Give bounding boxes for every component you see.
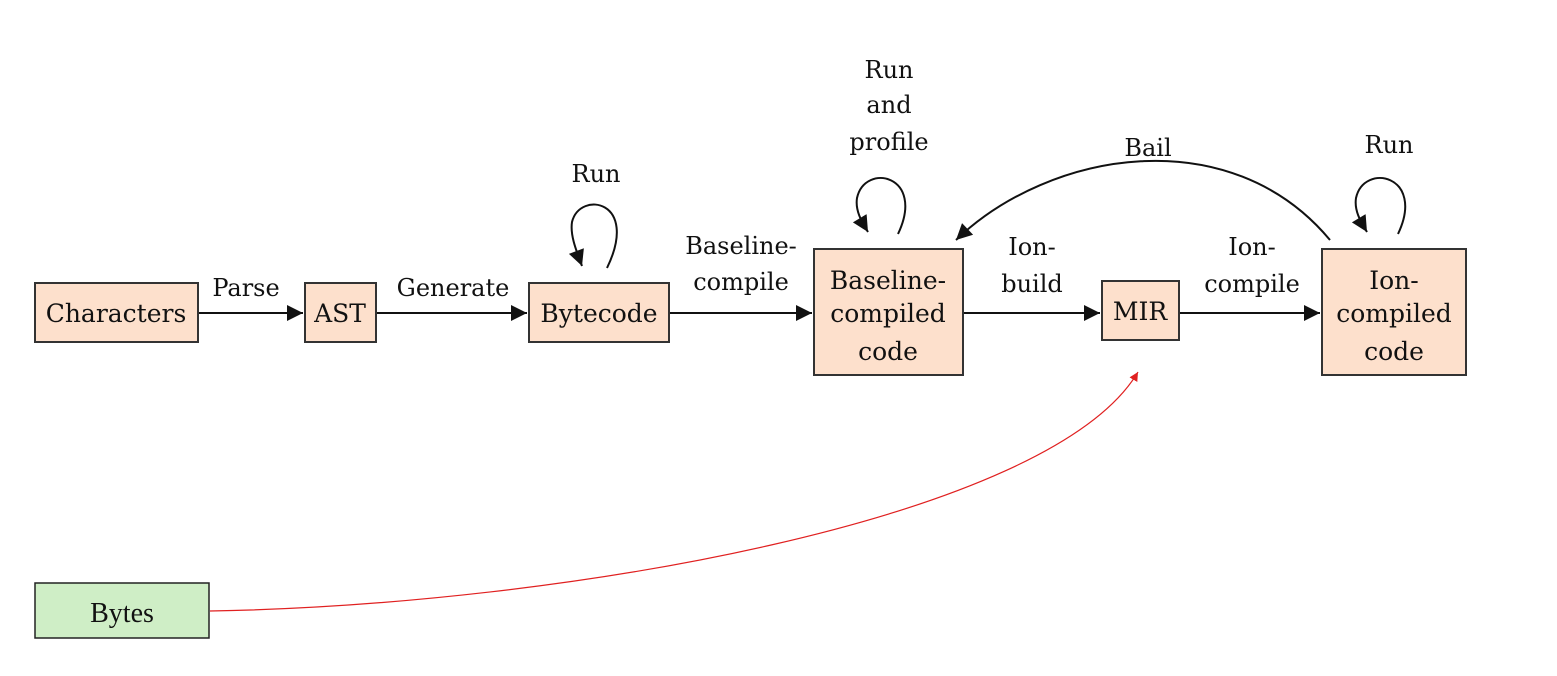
edge-run-baseline-label-line2: and xyxy=(866,91,911,119)
edge-run-baseline-loop xyxy=(852,177,907,235)
edge-generate-label: Generate xyxy=(397,274,510,302)
edge-bail-label: Bail xyxy=(1124,134,1171,162)
node-ion-compiled-code: Ion- compiled code xyxy=(1321,248,1467,376)
node-bytes: Bytes xyxy=(34,582,210,639)
edge-run-ion-label: Run xyxy=(1365,131,1414,159)
node-ast-label: AST xyxy=(313,299,366,328)
edge-run-bytecode-label: Run xyxy=(572,160,621,188)
edge-run-baseline-label-line3: profile xyxy=(849,128,928,156)
node-characters: Characters xyxy=(34,282,199,343)
edge-ion-build-label-line1: Ion- xyxy=(1008,233,1056,261)
node-mir: MIR xyxy=(1101,280,1180,341)
edge-baseline-compile-label-line2: compile xyxy=(693,268,789,296)
node-ion-label-line2: compiled xyxy=(1336,299,1452,328)
node-ion-label-line3: code xyxy=(1364,337,1424,366)
edge-bail xyxy=(955,159,1331,241)
node-baseline-label-line3: code xyxy=(858,337,918,366)
edge-parse-label: Parse xyxy=(212,274,279,302)
edge-ion-compile-label-line2: compile xyxy=(1204,270,1300,298)
node-ast: AST xyxy=(304,282,377,343)
node-ion-label-line1: Ion- xyxy=(1369,266,1418,295)
edge-bytes-to-mir xyxy=(209,371,1139,612)
edge-ion-compile-label-line1: Ion- xyxy=(1228,233,1276,261)
node-bytecode-label: Bytecode xyxy=(540,299,657,328)
node-characters-label: Characters xyxy=(46,299,187,328)
node-baseline-label-line1: Baseline- xyxy=(830,266,946,295)
edge-run-ion-loop xyxy=(1351,177,1407,235)
node-bytes-label: Bytes xyxy=(90,598,154,629)
edge-run-bytecode-loop xyxy=(568,203,618,269)
node-bytecode: Bytecode xyxy=(528,282,670,343)
node-baseline-compiled-code: Baseline- compiled code xyxy=(813,248,964,376)
edge-baseline-compile-label-line1: Baseline- xyxy=(685,232,797,260)
edge-ion-build-label-line2: build xyxy=(1001,270,1063,298)
node-mir-label: MIR xyxy=(1113,297,1168,326)
edge-run-baseline-label-line1: Run xyxy=(865,56,914,84)
node-baseline-label-line2: compiled xyxy=(830,299,946,328)
